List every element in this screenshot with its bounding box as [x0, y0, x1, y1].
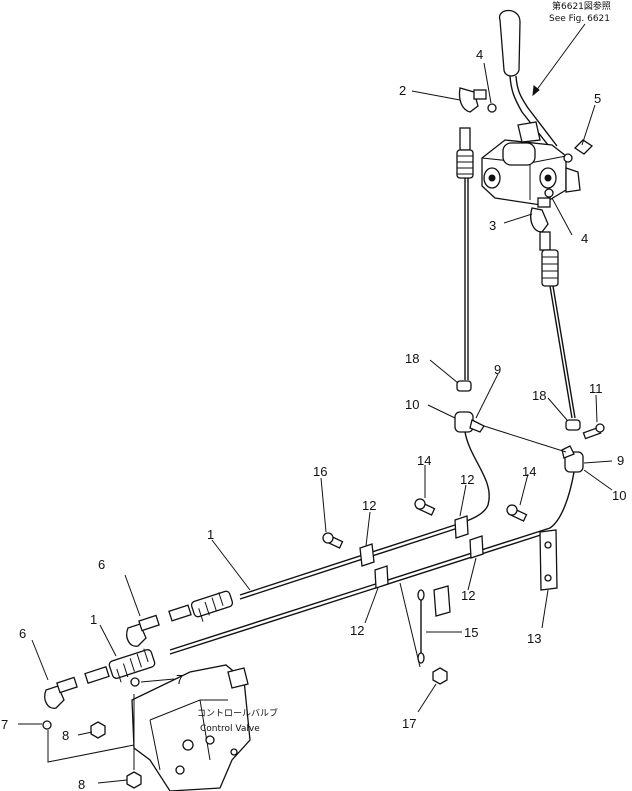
nut-17 — [432, 667, 448, 685]
callout-13: 13 — [527, 631, 541, 646]
callout-1: 1 — [90, 612, 97, 627]
bolt-16 — [322, 532, 344, 549]
long-cable-lower — [84, 527, 551, 684]
elbow-joint-3 — [530, 197, 551, 233]
callout-12: 12 — [461, 588, 475, 603]
callout-18: 18 — [532, 388, 546, 403]
lever-rod — [509, 75, 553, 151]
fig-ref-arrow — [532, 85, 540, 97]
callout-6: 6 — [98, 557, 105, 572]
callout-1: 1 — [207, 527, 214, 542]
callout-11: 11 — [589, 381, 603, 396]
callout-8: 8 — [62, 728, 69, 743]
washer-4-bottom — [544, 188, 554, 198]
connector-line-7 — [47, 730, 135, 763]
nut-8-upper — [90, 721, 106, 739]
control-valve-label-jp: コントロールバルブ — [197, 707, 278, 719]
callout-12: 12 — [362, 498, 376, 513]
elbow-joint-6-lower — [44, 676, 78, 709]
nut-8-lower — [126, 771, 142, 789]
callout-15: 15 — [464, 625, 478, 640]
clamp-12-b — [454, 515, 469, 539]
fig-ref-leader — [532, 23, 586, 96]
bolt-11 — [582, 423, 605, 440]
bracket-13 — [539, 529, 558, 591]
callout-9: 9 — [494, 362, 501, 377]
long-cable-upper — [168, 523, 459, 622]
cable-clamp-left — [454, 380, 485, 433]
leader-lines — [18, 62, 613, 784]
upper-cable-left — [456, 127, 474, 380]
washer-4-top — [487, 103, 497, 113]
clamp-12-c — [374, 565, 389, 589]
clamp-12-a — [359, 543, 375, 567]
callout-10: 10 — [405, 397, 419, 412]
cable-clamp-right — [561, 419, 584, 473]
callout-7: 7 — [1, 717, 8, 732]
callout-4: 4 — [476, 47, 483, 62]
washer-7-lower — [42, 720, 52, 730]
callout-16: 16 — [313, 464, 327, 479]
callout-17: 17 — [402, 716, 416, 731]
callout-3: 3 — [489, 218, 496, 233]
control-valve-label-en: Control Valve — [200, 724, 260, 734]
bolt-14-right — [506, 504, 528, 522]
fig-ref-en: See Fig. 6621 — [549, 14, 610, 24]
callout-5: 5 — [594, 91, 601, 106]
callout-12: 12 — [460, 472, 474, 487]
bolt-5 — [573, 139, 594, 155]
clamp-12-d — [469, 535, 484, 559]
callout-14: 14 — [522, 464, 536, 479]
callout-12: 12 — [350, 623, 364, 638]
callout-6: 6 — [19, 626, 26, 641]
fig-ref-jp: 第6621図参照 — [552, 0, 611, 12]
lever-tab — [565, 167, 581, 193]
rod-15 — [399, 582, 451, 668]
upper-cable-right — [539, 231, 576, 419]
callout-2: 2 — [399, 83, 406, 98]
elbow-joint-6-upper — [126, 614, 160, 647]
callout-14: 14 — [417, 453, 431, 468]
control-lever-assembly — [481, 9, 594, 206]
lever-knob — [499, 9, 521, 77]
callout-18: 18 — [405, 351, 419, 366]
callout-7: 7 — [176, 672, 183, 687]
clamp-link-line — [483, 425, 567, 453]
control-valve — [131, 664, 251, 791]
callout-4: 4 — [581, 231, 588, 246]
bolt-14-left — [414, 498, 436, 516]
callout-8: 8 — [78, 777, 85, 791]
cable-route-right — [549, 471, 575, 529]
lever-pivot — [502, 142, 536, 166]
callout-9: 9 — [617, 453, 624, 468]
washer-7-upper — [130, 677, 140, 687]
cable-route-left — [457, 431, 490, 525]
callout-10: 10 — [612, 488, 626, 503]
elbow-joint-2 — [458, 87, 487, 113]
